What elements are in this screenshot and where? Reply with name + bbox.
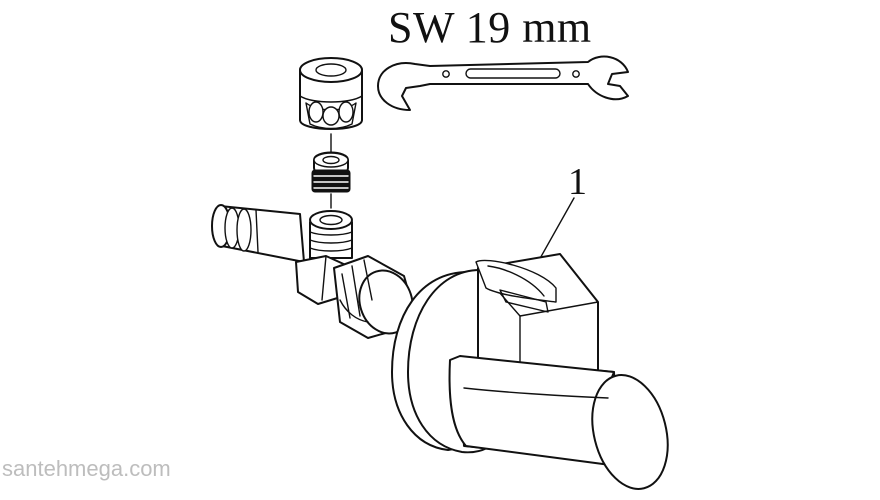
threaded-insert-icon <box>311 169 351 193</box>
wrench-icon <box>377 55 629 111</box>
compression-nut-icon <box>299 57 363 130</box>
watermark-text: santehmega.com <box>2 456 171 481</box>
wrench-size-label: SW 19 mm <box>388 3 592 52</box>
part-number-label: 1 <box>568 161 587 203</box>
valve-cover-icon <box>391 253 669 490</box>
angle-valve-icon <box>211 204 414 339</box>
part-1-leader-line <box>537 197 575 263</box>
